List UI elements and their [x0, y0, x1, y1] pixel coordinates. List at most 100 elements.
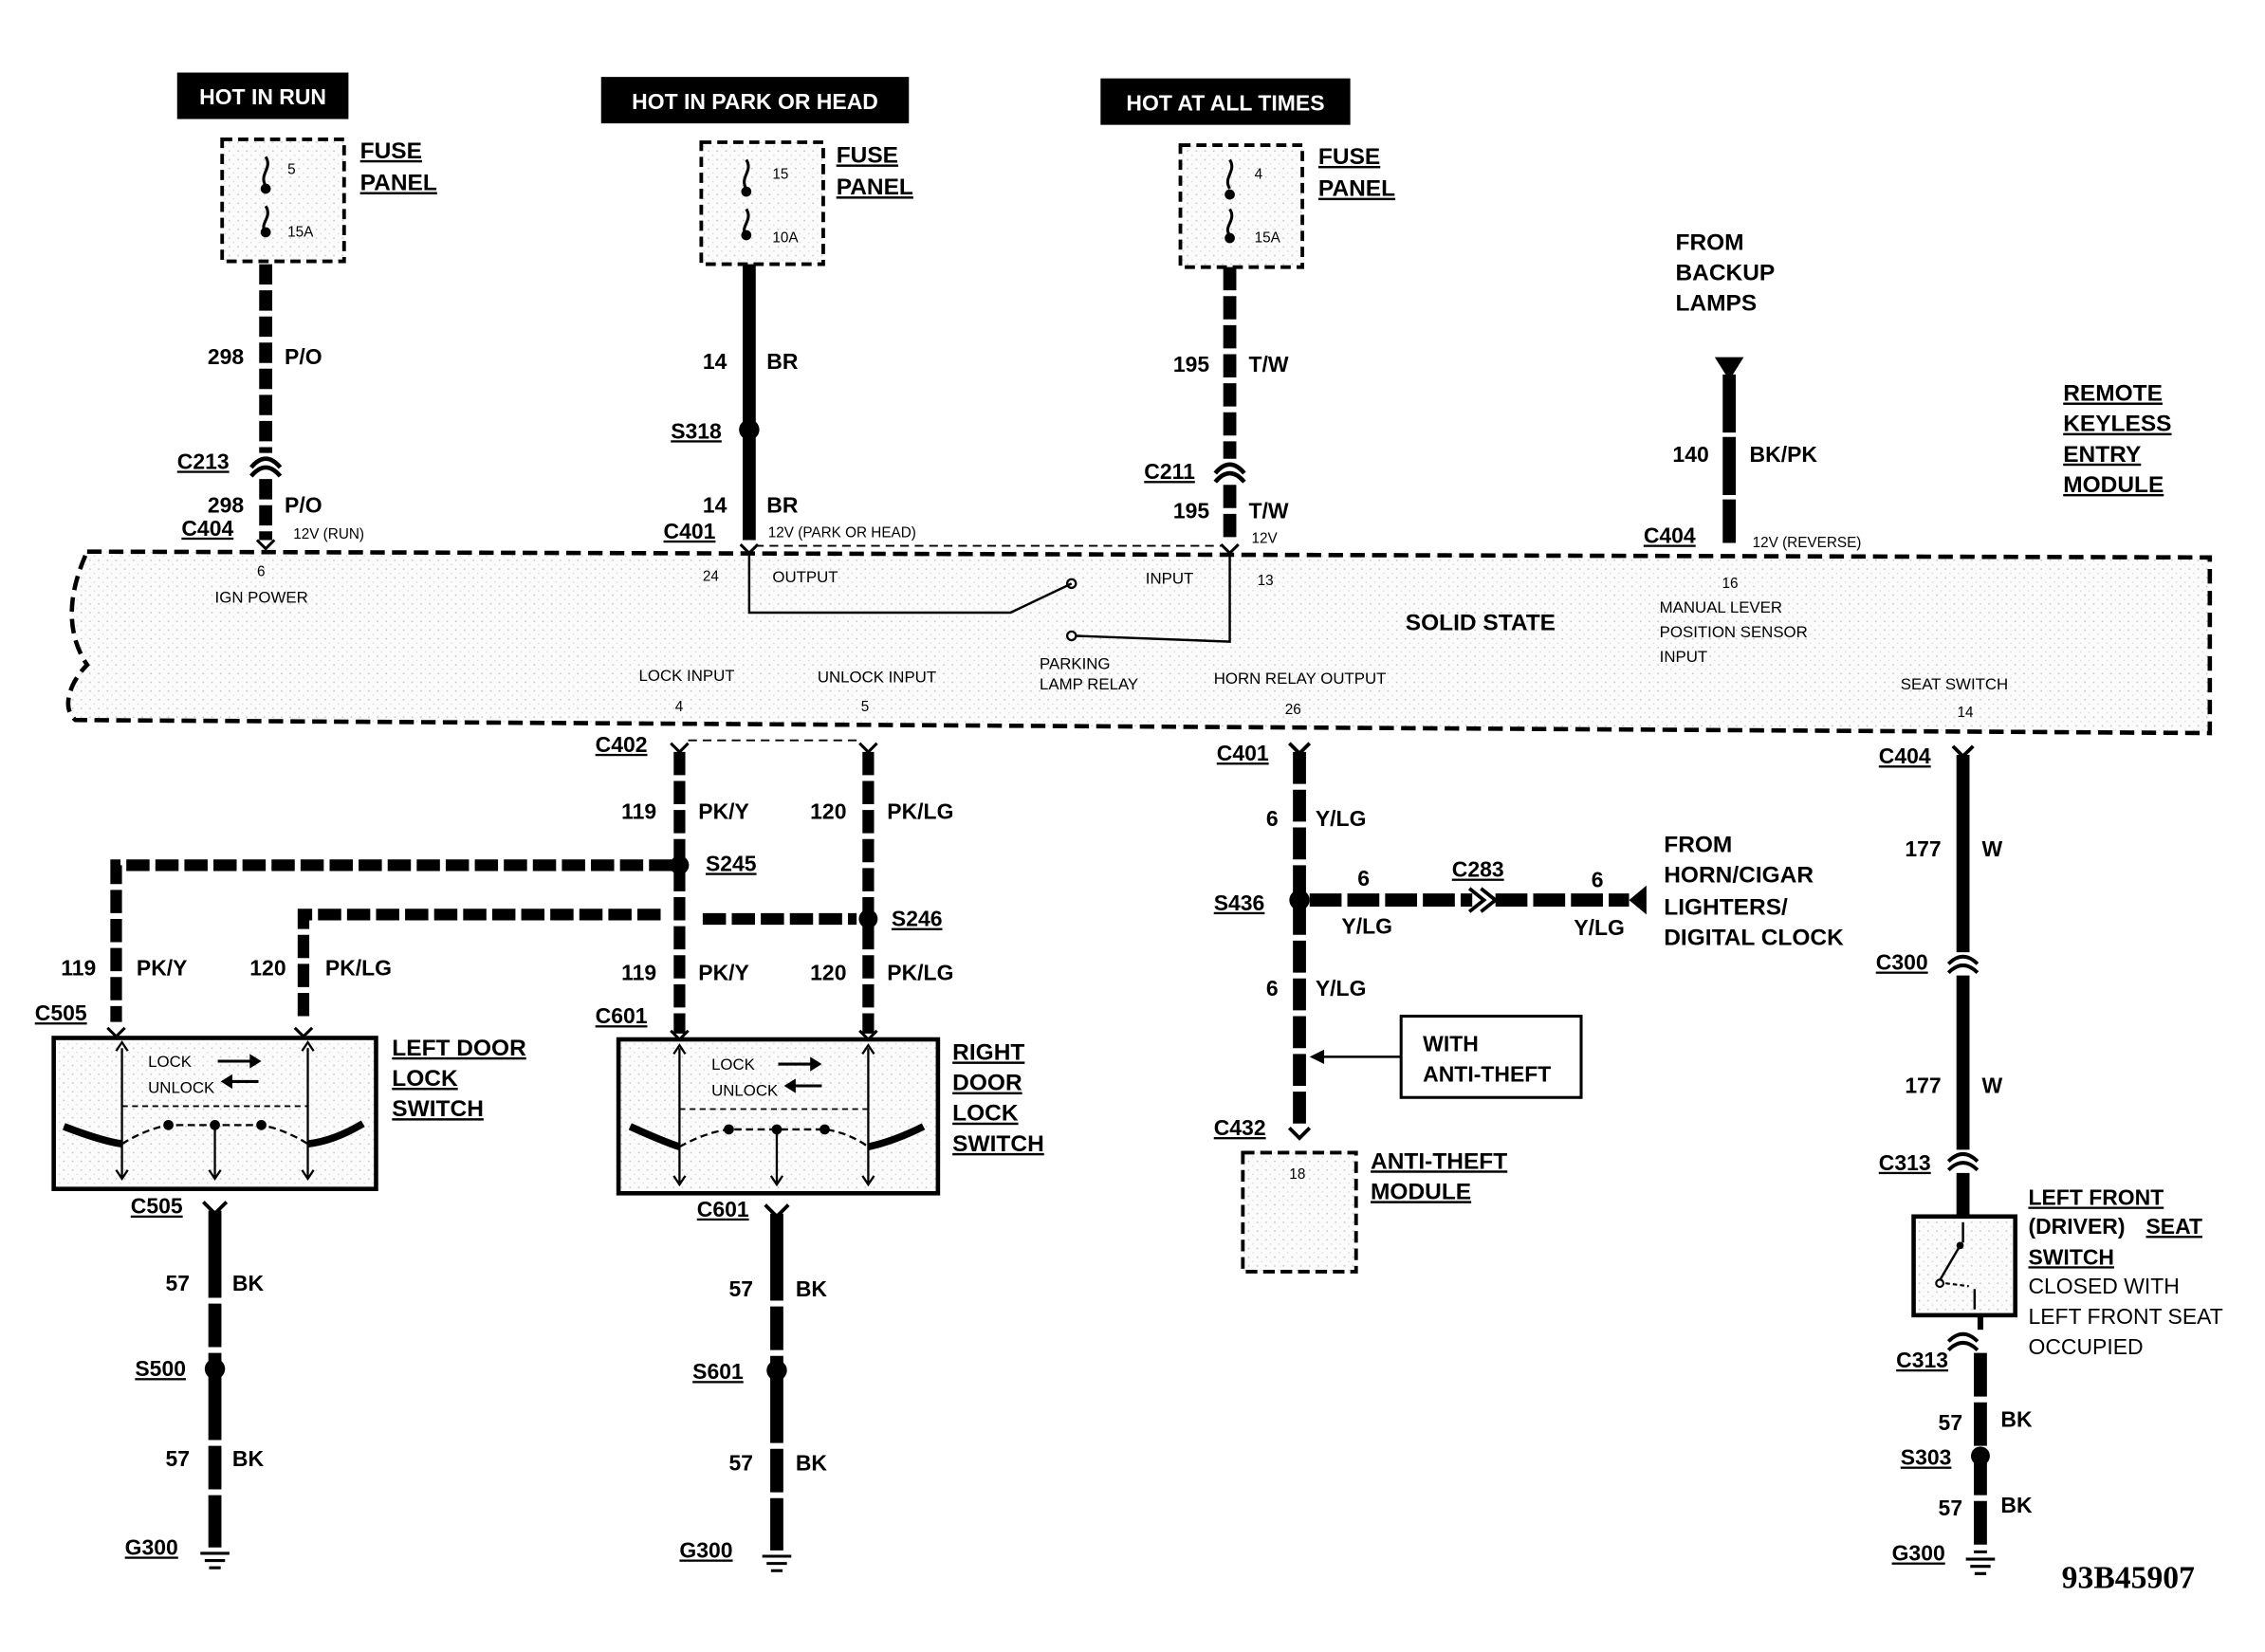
- label-right_switch-title_lines-0: RIGHT: [952, 1039, 1024, 1065]
- label-module-pins-p24-label: OUTPUT: [772, 568, 838, 586]
- label-module-pins-p26-num: 26: [1285, 702, 1301, 718]
- label-circuits-c1-id: 298: [208, 492, 245, 517]
- module-title: REMOTE KEYLESS ENTRY MODULE: [2063, 380, 2171, 497]
- label-circuits-bk-color: BK: [232, 1446, 265, 1471]
- label-module-pins-p13-voltage: 12V: [1252, 531, 1279, 547]
- label-connectors-s601: S601: [692, 1359, 744, 1384]
- label-circuits-ylg-id: 6: [1592, 867, 1604, 891]
- label-fuses-1-rating: 10A: [772, 230, 799, 247]
- splice-s245: [670, 855, 690, 875]
- label-from_horn-line2: HORN/CIGAR: [1664, 863, 1814, 889]
- label-fuse_panel_label-line2: PANEL: [360, 171, 437, 196]
- label-module-pins-p16-label_lines-1: POSITION SENSOR: [1660, 623, 1808, 641]
- label-circuits-pky-color: PK/Y: [137, 956, 188, 981]
- fuse-panel-1: 5 15A FUSE PANEL: [220, 138, 437, 264]
- label-seat_switch-line2b: SEAT: [2145, 1214, 2202, 1239]
- label-module-pins-p5-num: 5: [861, 699, 870, 715]
- label-circuits-pky-id: 119: [61, 956, 96, 981]
- wire-14-column: 14 BR S318 14 BR C401 12V (PARK OR HEAD): [664, 264, 916, 556]
- label-circuits-ylg-color: Y/LG: [1341, 913, 1392, 938]
- label-connectors-c404: C404: [181, 516, 233, 541]
- label-left_switch-lock: LOCK: [148, 1053, 193, 1071]
- label-connectors-s246: S246: [892, 907, 943, 931]
- label-circuits-c3-color: T/W: [1248, 352, 1288, 376]
- label-circuits-w-color: W: [1981, 1074, 2002, 1098]
- label-fuses-1-number: 15: [772, 166, 788, 182]
- label-right_switch-lock: LOCK: [711, 1055, 756, 1074]
- label-circuits-bk-color: BK: [2000, 1493, 2033, 1517]
- label-from_horn-line4: DIGITAL CLOCK: [1664, 926, 1844, 951]
- label-circuits-pky-id: 119: [621, 960, 656, 984]
- label-connectors-c601: C601: [697, 1197, 749, 1221]
- label-seat_switch-line4: CLOSED WITH: [2028, 1274, 2179, 1298]
- label-circuits-bk-id: 57: [728, 1451, 753, 1476]
- label-circuits-bk-id: 57: [728, 1276, 753, 1301]
- label-connectors-c283: C283: [1452, 857, 1504, 882]
- label-connectors-c601: C601: [596, 1003, 648, 1028]
- label-circuits-c2-color: BR: [766, 492, 799, 517]
- label-circuits-ylg-color: Y/LG: [1316, 806, 1367, 831]
- label-circuits-pklg-color: PK/LG: [887, 960, 953, 984]
- label-module-solid_state: SOLID STATE: [1406, 610, 1556, 635]
- label-module-pins-p6-voltage: 12V (RUN): [293, 526, 364, 542]
- header-hot-at-all-times: HOT AT ALL TIMES: [1100, 78, 1351, 125]
- label-module-pins-p26-label: HORN RELAY OUTPUT: [1214, 670, 1387, 688]
- label-fuses-2-number: 4: [1255, 166, 1263, 182]
- label-module-pins-p13-label: INPUT: [1146, 569, 1193, 587]
- label-anti_theft_module-line1: ANTI-THEFT: [1371, 1148, 1507, 1174]
- label-seat_switch-line1: LEFT FRONT: [2028, 1185, 2164, 1210]
- label-circuits-ylg-color: Y/LG: [1316, 976, 1367, 1000]
- label-module-pins-p14-label: SEAT SWITCH: [1901, 675, 2008, 693]
- label-module-relay_lines-0: PARKING: [1040, 655, 1111, 673]
- label-from_horn-line3: LIGHTERS/: [1664, 894, 1788, 920]
- label-circuits-ylg-id: 6: [1266, 976, 1279, 1000]
- label-seat_switch-line2a: (DRIVER): [2028, 1214, 2125, 1239]
- label-connectors-s245: S245: [706, 851, 757, 875]
- splice-s318: [739, 419, 760, 440]
- label-left_switch-title_lines-2: SWITCH: [392, 1096, 484, 1122]
- label-connectors-s318: S318: [671, 418, 722, 443]
- label-circuits-bk-color: BK: [796, 1276, 828, 1301]
- fuse-panel-2: 15 10A FUSE PANEL: [699, 140, 913, 266]
- label-connectors-c402: C402: [596, 732, 648, 757]
- label-fuses-2-rating: 15A: [1255, 230, 1281, 247]
- label-circuits-c3-id: 195: [1173, 352, 1210, 376]
- label-left_switch-unlock: UNLOCK: [148, 1079, 215, 1097]
- splice-s303: [1971, 1446, 1990, 1466]
- label-left_switch-title_lines-1: LOCK: [392, 1066, 458, 1092]
- label-module-pins-p6-label: IGN POWER: [215, 588, 308, 606]
- label-right_switch-unlock: UNLOCK: [711, 1082, 779, 1100]
- label-module-name_lines-3: MODULE: [2063, 472, 2164, 498]
- label-connectors-c505: C505: [131, 1194, 183, 1219]
- label-module-pins-p16-label_lines-2: INPUT: [1660, 648, 1708, 666]
- label-from_backup-line3: LAMPS: [1676, 291, 1758, 317]
- label-connectors-c401: C401: [664, 519, 716, 543]
- label-circuits-w-id: 177: [1905, 1074, 1941, 1098]
- label-connectors-g300: G300: [679, 1538, 732, 1563]
- horn-relay-wire: C401 6 Y/LG S436 6 C283 6 Y/LG Y/LG FROM…: [1214, 741, 1844, 1274]
- label-circuits-w-id: 177: [1905, 836, 1941, 861]
- label-anti_theft_module-pin: 18: [1289, 1166, 1305, 1183]
- wire-140-column: FROM BACKUP LAMPS 140 BK/PK C404 12V (RE…: [1644, 229, 1862, 551]
- splice-s246: [858, 909, 878, 928]
- label-anti_theft_module-line2: MODULE: [1371, 1179, 1471, 1204]
- label-module-name_lines-1: KEYLESS: [2063, 412, 2171, 437]
- label-module-name_lines-0: REMOTE: [2063, 380, 2163, 406]
- label-with_anti_theft-line2: ANTI-THEFT: [1423, 1061, 1551, 1086]
- label-fuse_panel_label-line2: PANEL: [837, 174, 913, 200]
- label-connectors-g300: G300: [125, 1534, 178, 1559]
- label-seat_switch-line5: LEFT FRONT SEAT: [2028, 1304, 2222, 1329]
- label-circuits-c3-color: T/W: [1248, 498, 1288, 523]
- label-module-pins-p4-label: LOCK INPUT: [639, 667, 735, 685]
- label-circuits-pklg-color: PK/LG: [325, 956, 392, 981]
- label-circuits-c3-id: 195: [1173, 498, 1210, 523]
- label-circuits-ylg-id: 6: [1357, 866, 1370, 890]
- label-fuse_panel_label-line1: FUSE: [1318, 144, 1380, 170]
- label-connectors-s500: S500: [135, 1356, 186, 1381]
- label-right_switch-title_lines-3: SWITCH: [952, 1131, 1044, 1157]
- splice-s500: [204, 1358, 226, 1380]
- label-circuits-bk-id: 57: [1939, 1410, 1963, 1435]
- label-module-pins-p6-num: 6: [257, 564, 266, 580]
- label-module-pins-p24-num: 24: [703, 568, 720, 584]
- label-circuits-bk-color: BK: [796, 1451, 828, 1476]
